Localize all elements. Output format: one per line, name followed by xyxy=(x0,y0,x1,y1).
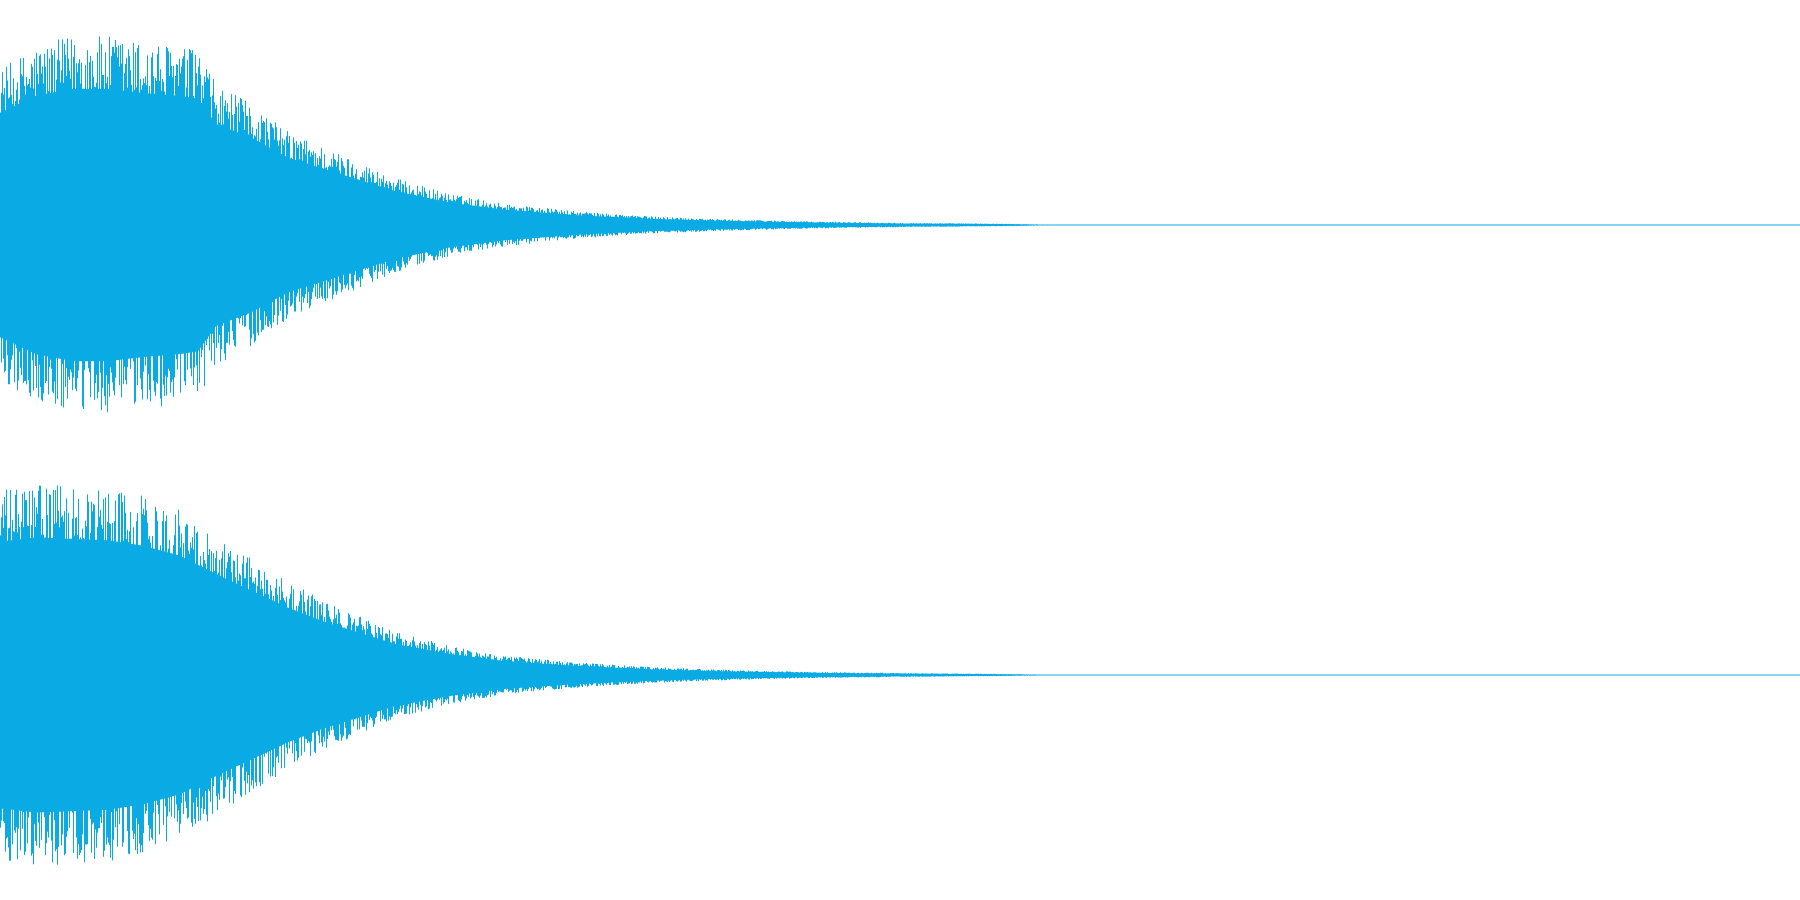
channel-1-waveform xyxy=(0,36,1800,413)
channel-1-peaks xyxy=(0,36,1077,413)
channel-2-waveform xyxy=(0,485,1800,865)
channel-2-peaks xyxy=(0,485,1075,865)
